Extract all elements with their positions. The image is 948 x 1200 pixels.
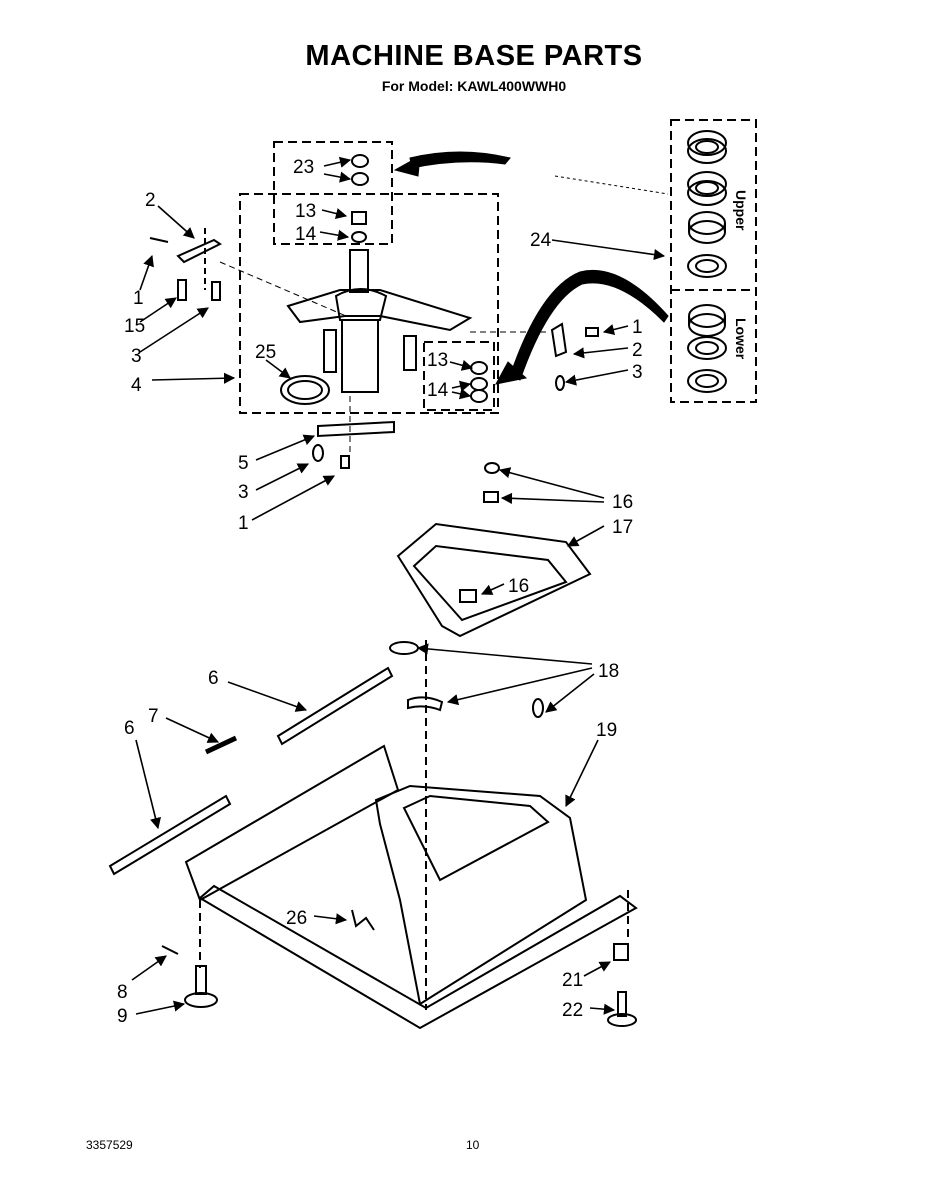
page-number: 10 bbox=[466, 1138, 480, 1152]
callout-9: 9 bbox=[117, 1006, 128, 1027]
bearing-kit-rings bbox=[687, 130, 727, 393]
callout-17: 17 bbox=[612, 517, 633, 538]
dashed-boxes bbox=[239, 119, 757, 414]
callout-18: 18 bbox=[598, 661, 619, 682]
callout-6-upper: 6 bbox=[208, 668, 219, 689]
leader-arrows bbox=[131, 156, 666, 1015]
callout-3-right: 3 bbox=[632, 362, 643, 383]
callout-2-left: 2 bbox=[145, 190, 156, 211]
callout-2-right: 2 bbox=[632, 340, 643, 361]
upper-bearing-box bbox=[273, 141, 393, 245]
callout-4: 4 bbox=[131, 375, 142, 396]
callout-16-bottom: 16 bbox=[508, 576, 529, 597]
callout-1-right: 1 bbox=[632, 317, 643, 338]
callout-14-upper: 14 bbox=[295, 224, 317, 245]
base-drawing bbox=[108, 462, 638, 1030]
flow-arrows bbox=[393, 151, 669, 385]
bearing-kit-box bbox=[670, 119, 757, 403]
part-number: 3357529 bbox=[86, 1138, 133, 1152]
callout-15: 15 bbox=[124, 316, 145, 337]
callout-16-top: 16 bbox=[612, 492, 633, 513]
callout-24: 24 bbox=[530, 230, 552, 251]
callout-19: 19 bbox=[596, 720, 617, 741]
transmission-drawing bbox=[149, 154, 599, 469]
page-title: MACHINE BASE PARTS bbox=[305, 40, 643, 72]
callout-3-center: 3 bbox=[238, 482, 249, 503]
callout-21: 21 bbox=[562, 970, 583, 991]
callout-7: 7 bbox=[148, 706, 159, 727]
transmission-box bbox=[239, 193, 499, 414]
callout-1-left: 1 bbox=[133, 288, 144, 309]
callout-25: 25 bbox=[255, 342, 276, 363]
callout-23: 23 bbox=[293, 157, 314, 178]
callout-labels: 23 13 14 2 1 15 3 4 25 24 13 14 1 2 3 5 … bbox=[117, 157, 643, 1027]
callout-1-center: 1 bbox=[238, 513, 249, 534]
callout-26: 26 bbox=[286, 908, 307, 929]
callout-5: 5 bbox=[238, 453, 249, 474]
callout-22: 22 bbox=[562, 1000, 583, 1021]
callout-8: 8 bbox=[117, 982, 128, 1003]
callout-13-lower: 13 bbox=[427, 350, 448, 371]
upper-label: Upper bbox=[733, 190, 749, 231]
callout-14-lower: 14 bbox=[427, 380, 449, 401]
callout-6-lower: 6 bbox=[124, 718, 135, 739]
callout-3-left: 3 bbox=[131, 346, 142, 367]
lower-label: Lower bbox=[733, 318, 749, 360]
callout-13-upper: 13 bbox=[295, 201, 316, 222]
lower-bearing-box bbox=[423, 341, 495, 411]
model-subtitle: For Model: KAWL400WWH0 bbox=[381, 78, 567, 94]
